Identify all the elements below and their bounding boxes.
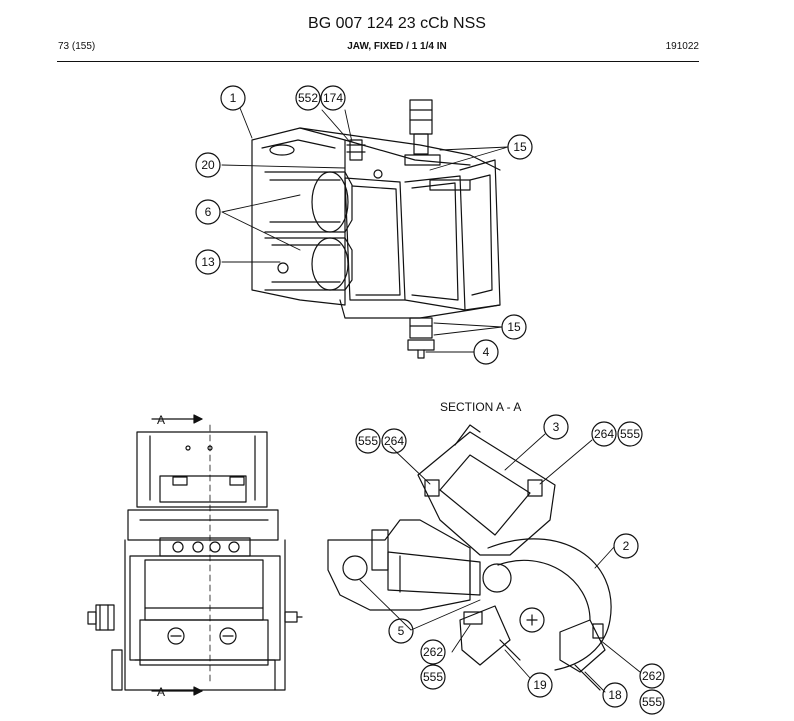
page-reference: 73 (155) bbox=[58, 41, 96, 52]
svg-text:2: 2 bbox=[623, 539, 630, 553]
header-rule bbox=[57, 61, 699, 62]
front-view bbox=[87, 414, 303, 696]
callout-1: 1 bbox=[220, 85, 246, 111]
svg-text:15: 15 bbox=[507, 320, 521, 334]
callout-555-bottom-left: 555 bbox=[420, 664, 446, 690]
date-code: 191022 bbox=[665, 41, 699, 52]
svg-text:5: 5 bbox=[398, 624, 405, 638]
callout-13: 13 bbox=[195, 249, 221, 275]
svg-text:4: 4 bbox=[483, 345, 490, 359]
svg-text:18: 18 bbox=[608, 688, 622, 702]
callout-3: 3 bbox=[543, 414, 569, 440]
callout-264-right: 264 bbox=[591, 421, 617, 447]
svg-text:1: 1 bbox=[230, 91, 237, 105]
callout-18: 18 bbox=[602, 682, 628, 708]
callout-19: 19 bbox=[527, 672, 553, 698]
callout-555-right: 555 bbox=[617, 421, 643, 447]
callout-15-bottom: 15 bbox=[501, 314, 527, 340]
callout-5: 5 bbox=[388, 618, 414, 644]
svg-text:20: 20 bbox=[201, 158, 215, 172]
svg-text:552: 552 bbox=[298, 91, 318, 105]
document-title: BG 007 124 23 cCb NSS bbox=[308, 15, 486, 32]
svg-text:555: 555 bbox=[642, 695, 662, 709]
callout-262-left: 262 bbox=[420, 639, 446, 665]
callout-264-left: 264 bbox=[381, 428, 407, 454]
section-view bbox=[327, 424, 612, 691]
svg-text:3: 3 bbox=[553, 420, 560, 434]
svg-text:262: 262 bbox=[642, 669, 662, 683]
svg-text:264: 264 bbox=[594, 427, 614, 441]
callout-4: 4 bbox=[473, 339, 499, 365]
callout-555-bottom-right: 555 bbox=[639, 689, 665, 715]
svg-text:555: 555 bbox=[423, 670, 443, 684]
callout-174: 174 bbox=[320, 85, 346, 111]
view-label-a-top: A bbox=[157, 413, 165, 427]
svg-text:15: 15 bbox=[513, 140, 527, 154]
leader-lines bbox=[221, 107, 641, 693]
isometric-view bbox=[251, 99, 501, 359]
svg-text:264: 264 bbox=[384, 434, 404, 448]
svg-text:262: 262 bbox=[423, 645, 443, 659]
svg-text:555: 555 bbox=[358, 434, 378, 448]
callout-552: 552 bbox=[295, 85, 321, 111]
svg-text:555: 555 bbox=[620, 427, 640, 441]
callout-2: 2 bbox=[613, 533, 639, 559]
callout-6: 6 bbox=[195, 199, 221, 225]
section-label: SECTION A - A bbox=[440, 400, 521, 414]
part-name: JAW, FIXED / 1 1/4 IN bbox=[347, 41, 447, 52]
svg-text:19: 19 bbox=[533, 678, 547, 692]
callout-262-right: 262 bbox=[639, 663, 665, 689]
svg-text:6: 6 bbox=[205, 205, 212, 219]
callout-20: 20 bbox=[195, 152, 221, 178]
svg-text:174: 174 bbox=[323, 91, 343, 105]
view-label-a-bottom: A bbox=[157, 685, 165, 699]
callout-15-top: 15 bbox=[507, 134, 533, 160]
callout-555-left: 555 bbox=[355, 428, 381, 454]
svg-text:13: 13 bbox=[201, 255, 215, 269]
callout-balloons: 1 552 174 15 20 6 13 15 4 3 555 264 264 … bbox=[195, 85, 665, 715]
